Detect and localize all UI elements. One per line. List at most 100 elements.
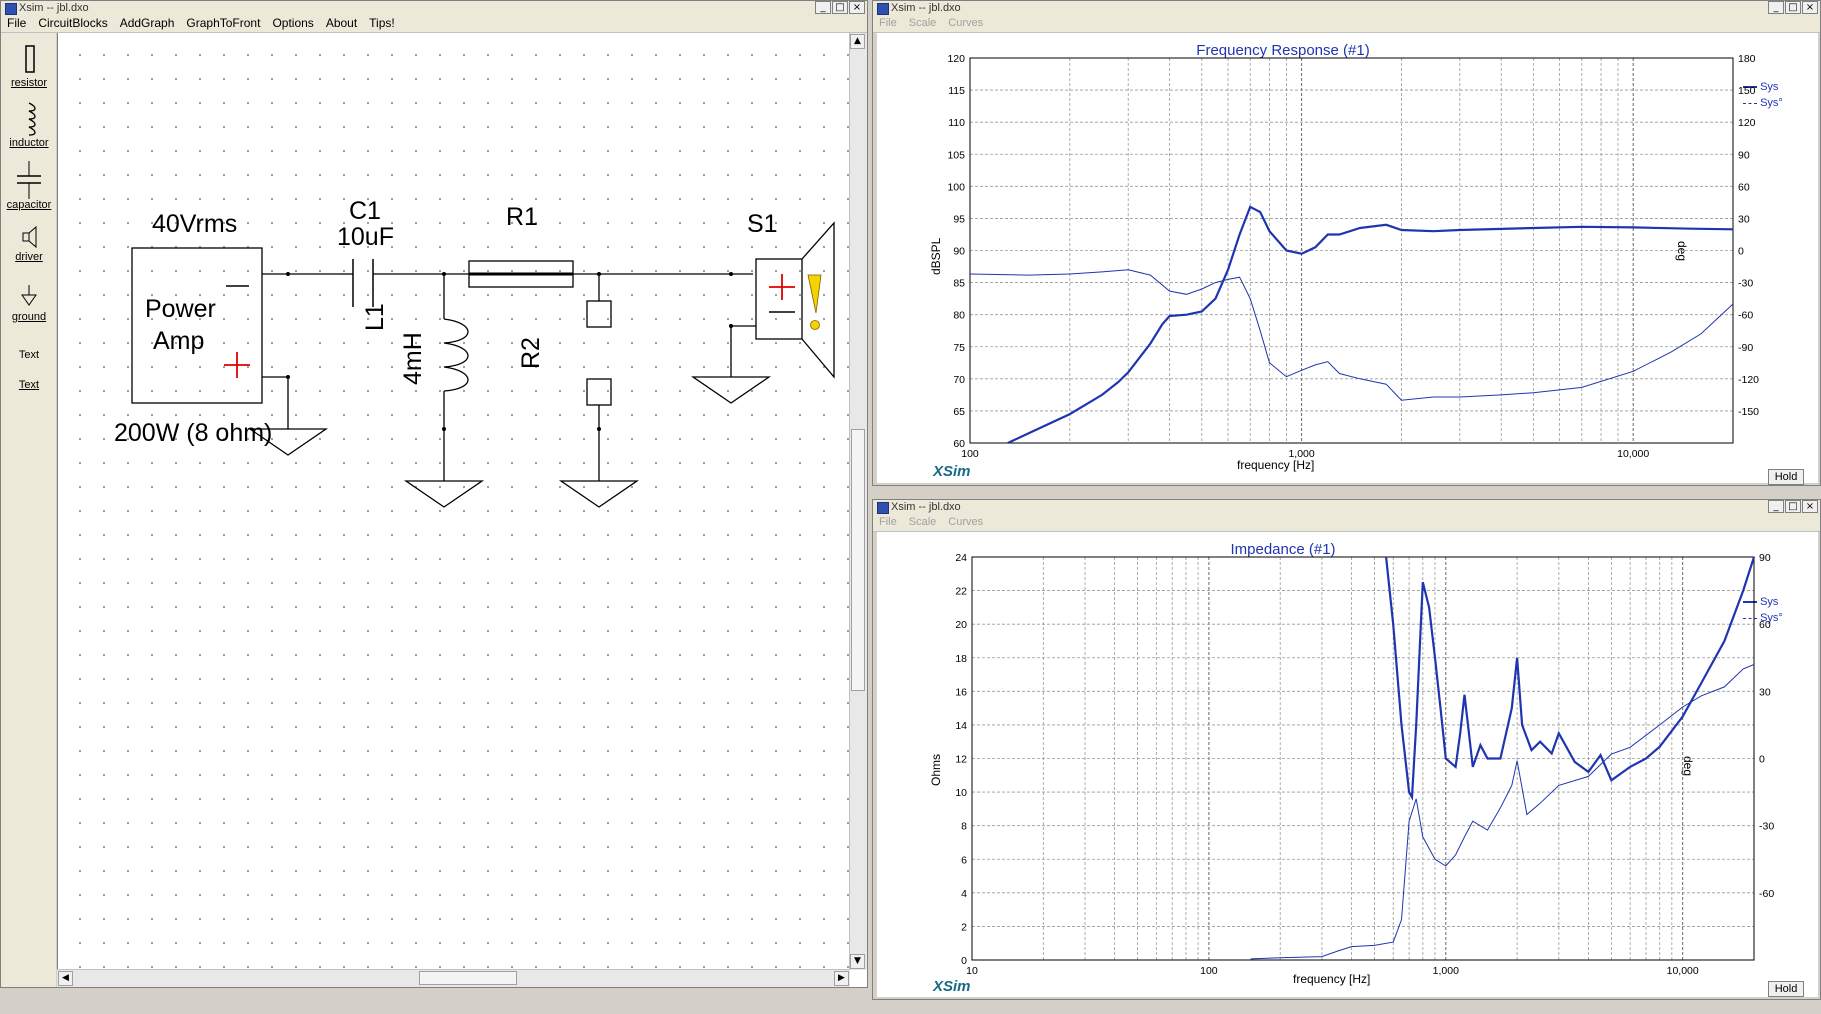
y-tick-label: 20 <box>955 619 967 631</box>
y2-tick-label: -60 <box>1759 888 1774 900</box>
menu-file[interactable]: File <box>879 516 897 528</box>
maximize-button[interactable]: □ <box>1785 1 1801 14</box>
plot-frame <box>969 57 1734 444</box>
tool-capacitor[interactable]: capacitor <box>3 161 55 211</box>
x-tick-label: 100 <box>961 448 979 460</box>
y-tick-label: 115 <box>948 85 965 97</box>
warning-icon <box>807 274 822 330</box>
scroll-down-arrow[interactable]: ▼ <box>850 954 865 969</box>
menu-file[interactable]: File <box>879 17 897 29</box>
tool-text-2[interactable]: Text <box>3 379 55 391</box>
menu-file[interactable]: File <box>7 16 27 30</box>
menu-about[interactable]: About <box>325 16 358 30</box>
menu-curves[interactable]: Curves <box>948 516 984 528</box>
y2-tick-label: 0 <box>1759 754 1765 766</box>
impedance-window: Xsim -- jbl.dxo _ □ × File Scale Curves … <box>872 499 1821 1000</box>
frequency-response-chart: 6065707580859095100105110115120-150-120-… <box>947 53 1759 460</box>
imp-legend-sys-deg-label: Sys° <box>1760 612 1783 624</box>
menu-curves[interactable]: Curves <box>948 17 984 29</box>
amp-label-line1: Power <box>145 295 216 323</box>
schematic-horizontal-scrollbar[interactable]: ◀ ▶ <box>57 969 850 987</box>
y-tick-label: 110 <box>948 117 965 129</box>
imp-legend-sys-deg: Sys° <box>1743 612 1783 624</box>
freq-legend-sys-deg: Sys° <box>1743 97 1783 109</box>
tool-inductor[interactable]: inductor <box>3 101 55 149</box>
y2-tick-label: 0 <box>1738 246 1744 258</box>
y2-tick-label: 30 <box>1738 213 1750 225</box>
app-icon <box>877 3 889 15</box>
y-tick-label: 12 <box>955 754 967 766</box>
imp-hold-button[interactable]: Hold <box>1768 981 1804 997</box>
plot-frame <box>971 556 1755 961</box>
y-tick-label: 16 <box>955 686 967 698</box>
circuit-diagram <box>131 221 835 508</box>
menu-addgraph[interactable]: AddGraph <box>119 16 175 30</box>
frequency-response-window: Xsim -- jbl.dxo _ □ × File Scale Curves … <box>872 0 1821 486</box>
tool-driver[interactable]: driver <box>3 223 55 263</box>
schematic-window: Xsim -- jbl.dxo _ □ × File CircuitBlocks… <box>0 0 868 988</box>
menu-scale[interactable]: Scale <box>908 17 937 29</box>
menu-tips[interactable]: Tips! <box>369 16 395 30</box>
imp-x-axis-label: frequency [Hz] <box>1293 972 1371 986</box>
y2-tick-label: 30 <box>1759 686 1771 698</box>
component-palette: resistor inductor capacitor driver groun… <box>1 33 56 987</box>
legend-solid-swatch <box>1743 86 1757 89</box>
tool-resistor[interactable]: resistor <box>3 41 55 89</box>
schematic-canvas[interactable] <box>57 33 867 987</box>
tool-capacitor-label: capacitor <box>6 199 52 211</box>
chart-grid <box>969 57 1734 444</box>
amp-label-line2: Amp <box>153 327 205 355</box>
tool-text-1-label: Text <box>18 349 40 361</box>
app-icon <box>877 502 889 514</box>
freq-menu-bar: File Scale Curves <box>873 15 1820 33</box>
y-tick-label: 85 <box>953 278 965 290</box>
close-button[interactable]: × <box>849 1 865 14</box>
y2-tick-label: -30 <box>1759 821 1774 833</box>
menu-scale[interactable]: Scale <box>908 516 937 528</box>
magnitude-series-line <box>1007 205 1734 444</box>
menu-graphtofront[interactable]: GraphToFront <box>186 16 261 30</box>
scroll-up-arrow[interactable]: ▲ <box>850 34 865 49</box>
minimize-button[interactable]: _ <box>1768 1 1784 14</box>
c1-name-label: C1 <box>349 197 381 225</box>
menu-circuitblocks[interactable]: CircuitBlocks <box>38 16 108 30</box>
y-tick-label: 6 <box>961 854 967 866</box>
tool-resistor-label: resistor <box>10 77 48 89</box>
x-tick-label: 10 <box>966 965 978 977</box>
freq-plot-panel <box>877 33 1818 483</box>
y-tick-label: 90 <box>953 246 965 258</box>
y-tick-label: 2 <box>961 921 967 933</box>
legend-dashed-swatch <box>1743 102 1757 104</box>
schematic-vertical-scrollbar[interactable]: ▲ ▼ <box>849 33 867 970</box>
minimize-button[interactable]: _ <box>815 1 831 14</box>
l1-inductor <box>443 318 469 392</box>
freq-chart-title: Frequency Response (#1) <box>1196 42 1370 59</box>
maximize-button[interactable]: □ <box>832 1 848 14</box>
menu-options[interactable]: Options <box>272 16 314 30</box>
close-button[interactable]: × <box>1802 500 1818 513</box>
r2-name-label: R2 <box>517 337 545 369</box>
freq-title-bar: Xsim -- jbl.dxo _ □ × <box>873 1 1820 15</box>
r2-resistor-top <box>586 300 612 328</box>
c1-value-label: 10uF <box>337 223 394 251</box>
minimize-button[interactable]: _ <box>1768 500 1784 513</box>
vertical-scroll-thumb[interactable] <box>851 429 865 691</box>
horizontal-scroll-thumb[interactable] <box>419 971 517 985</box>
maximize-button[interactable]: □ <box>1785 500 1801 513</box>
x-tick-label: 10,000 <box>1667 965 1699 977</box>
scroll-right-arrow[interactable]: ▶ <box>834 971 849 986</box>
y-tick-label: 70 <box>953 374 965 386</box>
close-button[interactable]: × <box>1802 1 1818 14</box>
schematic-window-title: Xsim -- jbl.dxo <box>19 2 89 14</box>
imp-plot-panel <box>877 532 1818 997</box>
y-tick-label: 24 <box>955 552 967 564</box>
source-voltage-label: 40Vrms <box>152 210 238 238</box>
y-tick-label: 100 <box>947 181 965 193</box>
tool-ground[interactable]: ground <box>3 283 55 323</box>
imp-legend-sys-label: Sys <box>1760 596 1779 608</box>
scroll-left-arrow[interactable]: ◀ <box>58 971 73 986</box>
freq-x-axis-label: frequency [Hz] <box>1237 458 1315 472</box>
tool-text-1[interactable]: Text <box>3 349 55 361</box>
y2-tick-label: 60 <box>1759 619 1771 631</box>
freq-hold-button[interactable]: Hold <box>1768 469 1804 485</box>
